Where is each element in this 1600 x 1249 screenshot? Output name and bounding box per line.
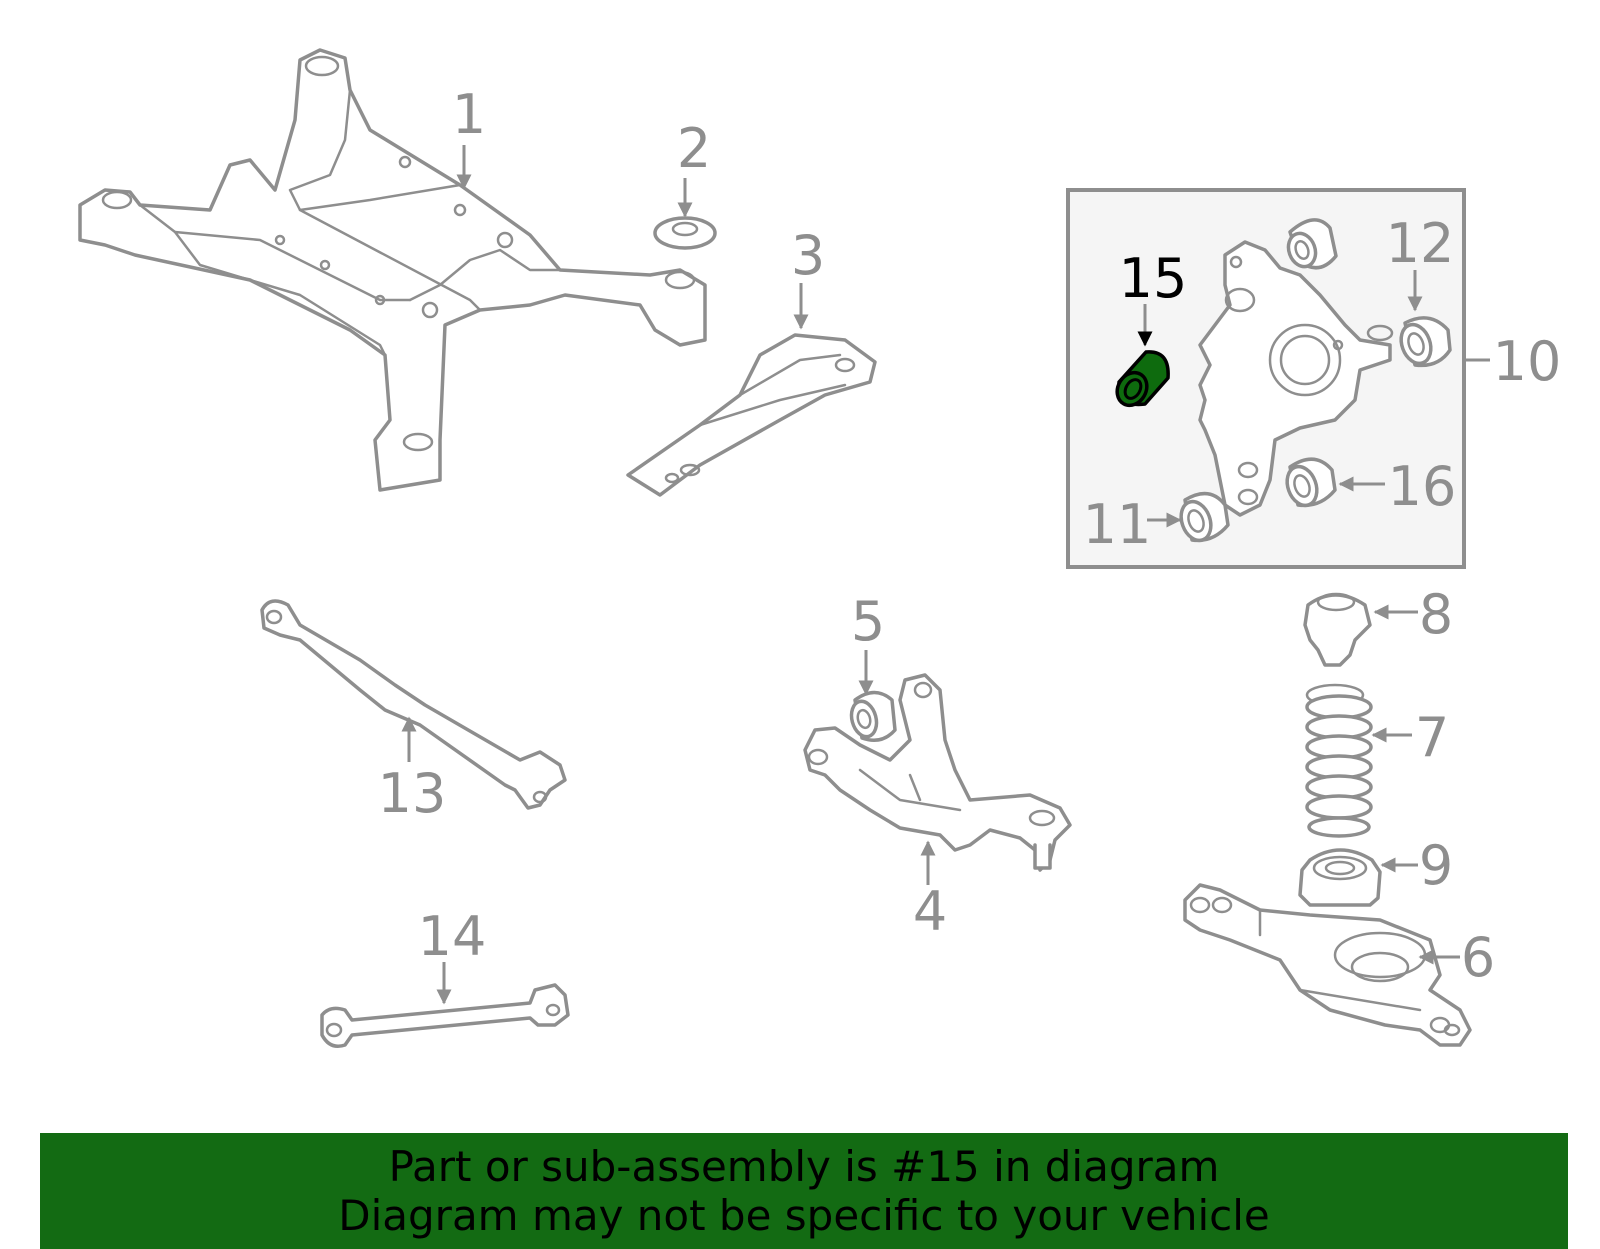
info-banner: Part or sub-assembly is #15 in diagram D… xyxy=(40,1133,1568,1249)
callout-1: 1 xyxy=(452,83,486,146)
part-13-lateral-link xyxy=(260,599,567,810)
callout-14: 14 xyxy=(418,905,487,968)
part-16-bushing xyxy=(1285,457,1337,508)
part-14-toe-link xyxy=(320,983,570,1048)
callout-9: 9 xyxy=(1419,834,1453,897)
part-3-bracket xyxy=(626,333,877,497)
callout-8: 8 xyxy=(1419,583,1453,646)
part-top-bushing xyxy=(1286,218,1338,270)
part-2-washer xyxy=(653,216,717,250)
part-15-bushing xyxy=(1115,350,1170,408)
callout-4: 4 xyxy=(913,880,947,943)
callout-3: 3 xyxy=(791,224,825,287)
banner-line-1: Part or sub-assembly is #15 in diagram xyxy=(388,1142,1220,1191)
part-6-lower-arm xyxy=(1183,883,1472,1047)
callout-12: 12 xyxy=(1386,212,1455,275)
part-8-bump-stop xyxy=(1303,592,1372,667)
callout-6: 6 xyxy=(1461,926,1495,989)
part-5-bushing xyxy=(849,690,897,742)
callout-2: 2 xyxy=(677,117,711,180)
callout-16: 16 xyxy=(1388,455,1457,518)
part-1-crossmember xyxy=(78,48,707,492)
part-9-spring-seat xyxy=(1298,848,1382,907)
callout-10: 10 xyxy=(1493,330,1562,393)
callout-7: 7 xyxy=(1415,706,1449,769)
callout-5: 5 xyxy=(851,590,885,653)
banner-line-2: Diagram may not be specific to your vehi… xyxy=(338,1191,1270,1240)
part-12-bushing xyxy=(1399,316,1452,368)
callout-15-highlighted: 15 xyxy=(1119,247,1188,310)
callout-13: 13 xyxy=(378,762,447,825)
callout-arrows xyxy=(401,145,1490,1005)
part-11-bushing xyxy=(1179,491,1230,543)
part-10-knuckle xyxy=(1198,240,1394,517)
part-7-coil-spring xyxy=(1305,683,1373,838)
callout-11: 11 xyxy=(1083,493,1152,556)
part-4-upper-arm xyxy=(803,673,1072,872)
